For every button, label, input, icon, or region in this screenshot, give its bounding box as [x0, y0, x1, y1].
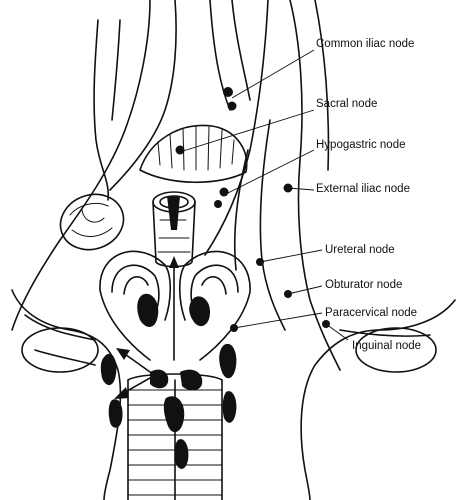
common-iliac-node-2	[227, 101, 237, 111]
leader-lines	[179, 49, 349, 341]
label-external-iliac-node: External iliac node	[316, 183, 410, 195]
vaginal-column	[127, 373, 223, 500]
great-vessels	[11, 0, 341, 371]
left-ovary	[59, 193, 125, 251]
sacrum	[139, 124, 248, 184]
label-obturator-node: Obturator node	[325, 279, 403, 291]
common-iliac-node-1	[223, 87, 233, 97]
label-inguinal-node: Inguinal node	[352, 340, 422, 352]
bony-pelvis	[11, 289, 456, 500]
uterine-folds	[99, 250, 251, 361]
label-paracervical-node: Paracervical node	[325, 307, 418, 319]
sacral-node	[175, 145, 185, 155]
label-hypogastric-node: Hypogastric node	[316, 139, 406, 151]
label-ureteral-node: Ureteral node	[325, 244, 395, 256]
label-sacral-node: Sacral node	[316, 98, 378, 110]
lymph-flow-arrows	[114, 256, 179, 399]
label-common-iliac-node: Common iliac node	[316, 38, 415, 50]
hypogastric-node-2	[214, 200, 222, 208]
lymph-nodes	[100, 87, 330, 469]
rectum	[152, 191, 196, 268]
